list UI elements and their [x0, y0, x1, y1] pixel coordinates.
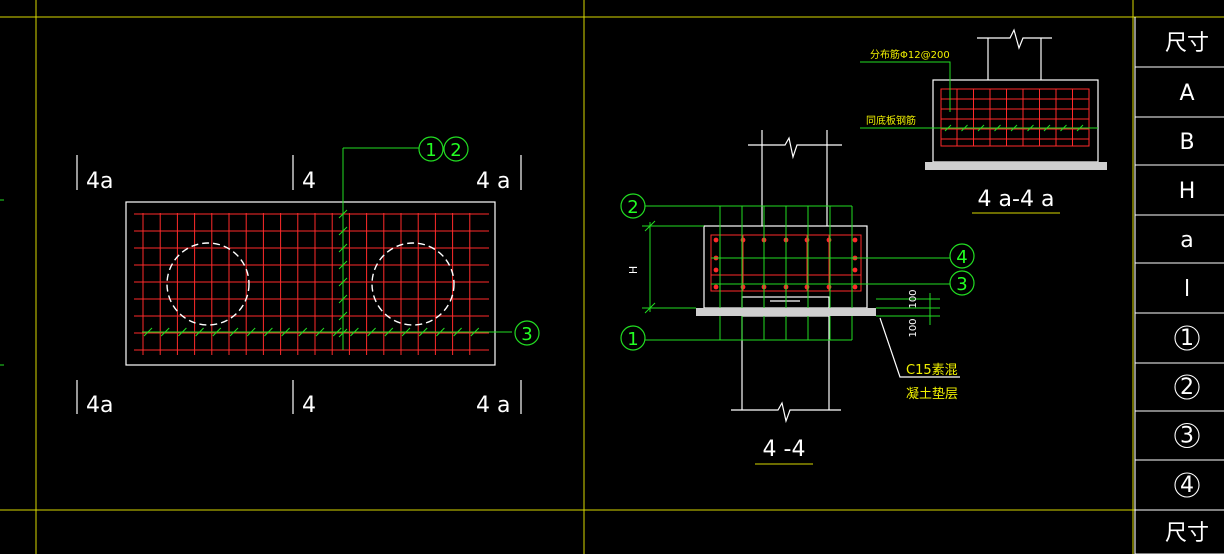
rebar-ticks-vertical: [338, 209, 348, 338]
title-block-bubble-2: [1174, 374, 1200, 400]
callout-3: 3: [514, 320, 540, 346]
svg-text:1: 1: [627, 329, 638, 350]
svg-text:4 a: 4 a: [476, 393, 510, 418]
section-marks: 4a 4 4 a 4a 4 4 a: [76, 155, 522, 418]
svg-text:4: 4: [302, 169, 316, 194]
svg-text:4: 4: [956, 247, 967, 268]
title-block-item-10: 尺寸: [1165, 521, 1209, 546]
rebar-ticks-4a: [944, 124, 1084, 132]
pile-circle-left: [166, 242, 250, 326]
section-callouts: 2 1 4 3: [620, 193, 975, 351]
pile-circle-right: [371, 242, 455, 326]
svg-text:1: 1: [425, 140, 436, 161]
footing-outline: [125, 201, 496, 366]
dim-h: H: [627, 220, 704, 314]
callout-1-2: 1 2: [418, 136, 469, 162]
title-block-item-3: H: [1179, 179, 1196, 204]
title-block-item-2: B: [1179, 130, 1194, 155]
svg-text:4a: 4a: [86, 393, 113, 418]
svg-text:同底板钢筋: 同底板钢筋: [866, 114, 916, 127]
svg-text:分布筋Φ12@200: 分布筋Φ12@200: [870, 48, 950, 61]
title-block-bubble-3: [1174, 422, 1200, 449]
green-bars: [645, 205, 950, 341]
svg-text:凝土垫层: 凝土垫层: [906, 386, 958, 402]
title-block-item-4: 4: [1180, 473, 1194, 498]
title-block-item-0: 尺寸: [1165, 31, 1209, 56]
section-4a-4a-title: 4 a-4 a: [978, 187, 1055, 212]
title-block-item-3: 3: [1180, 424, 1194, 449]
section-4a-4a: 分布筋Φ12@200 同底板钢筋 4 a-4 a: [860, 28, 1107, 214]
title-block-item-4: a: [1180, 228, 1193, 253]
svg-text:C15素混: C15素混: [906, 363, 958, 378]
svg-text:3: 3: [521, 324, 532, 345]
rebar-ticks-horizontal: [143, 327, 480, 337]
title-block-bubble-4: [1174, 472, 1200, 498]
svg-text:3: 3: [956, 274, 967, 295]
svg-text:2: 2: [627, 197, 638, 218]
svg-text:4: 4: [302, 393, 316, 418]
section-4-4-title: 4 -4: [763, 437, 806, 462]
svg-text:2: 2: [450, 140, 461, 161]
title-block-item-1: 1: [1180, 326, 1194, 351]
title-block-item-1: A: [1179, 81, 1194, 106]
dim-100: 100 100: [876, 289, 940, 338]
rebar-grid-4a: [941, 89, 1089, 146]
svg-text:H: H: [627, 266, 640, 274]
rebar-grid: [134, 213, 489, 355]
section-4-4: H 100 100 C15素混 凝土垫层 2 1 4 3 4 -4: [620, 130, 975, 465]
svg-text:100: 100: [908, 289, 919, 308]
title-block-item-5: l: [1184, 277, 1190, 302]
blinding-layer: [696, 308, 876, 316]
svg-text:4 a: 4 a: [476, 169, 510, 194]
title-block-item-2: 2: [1180, 375, 1194, 400]
svg-text:4a: 4a: [86, 169, 113, 194]
title-block-bubble-1: [1174, 325, 1200, 351]
plan-view: 1 2 3 4a 4 4 a 4a 4 4 a: [76, 136, 540, 418]
svg-text:100: 100: [908, 318, 919, 337]
